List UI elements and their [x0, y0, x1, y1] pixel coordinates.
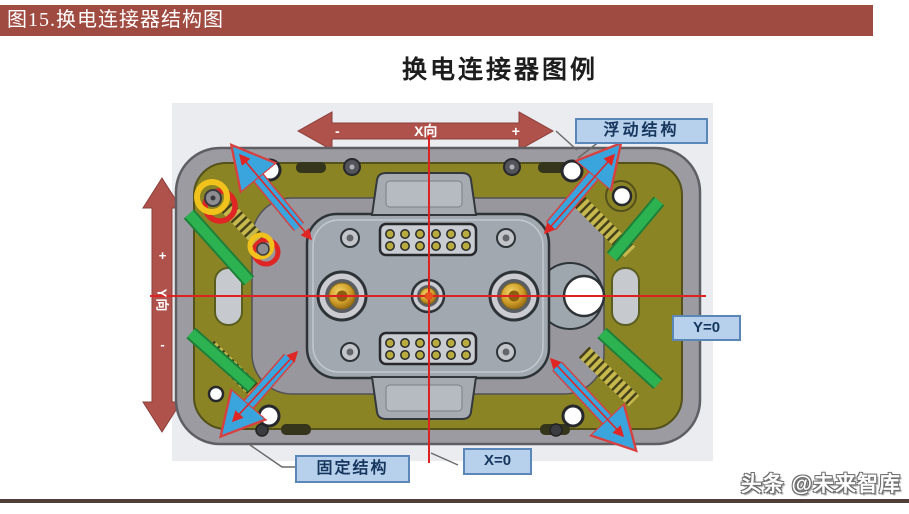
floating-structure-label: 浮动结构	[575, 118, 708, 144]
green-guide-bars	[183, 196, 665, 393]
bottom-rule	[0, 499, 909, 503]
y-axis-plus: +	[158, 248, 167, 263]
x-axis-plus: +	[511, 123, 520, 139]
watermark: 头条 @未来智库	[740, 473, 901, 496]
highlight-rings	[194, 179, 281, 267]
travel-arrows	[231, 153, 625, 438]
x-direction-arrow	[296, 111, 555, 151]
fixed-structure-label: 固定结构	[295, 455, 410, 483]
crosshair	[150, 133, 706, 463]
x-axis-label: - X向 +	[335, 120, 520, 142]
plate-corner-rings	[340, 228, 516, 362]
y-zero-label: Y=0	[672, 315, 741, 341]
y-axis-name: Y向	[153, 288, 169, 312]
figure-caption-text: 图15.换电连接器结构图	[7, 9, 224, 31]
y-axis-label: + Y向 -	[146, 248, 179, 352]
x-zero-label: X=0	[463, 448, 532, 475]
y-axis-minus: -	[160, 337, 165, 352]
x-axis-minus: -	[335, 123, 340, 139]
figure-caption-bar: 图15.换电连接器结构图	[0, 5, 873, 36]
diagram-title: 换电连接器图例	[401, 57, 598, 84]
x-axis-name: X向	[414, 123, 438, 139]
